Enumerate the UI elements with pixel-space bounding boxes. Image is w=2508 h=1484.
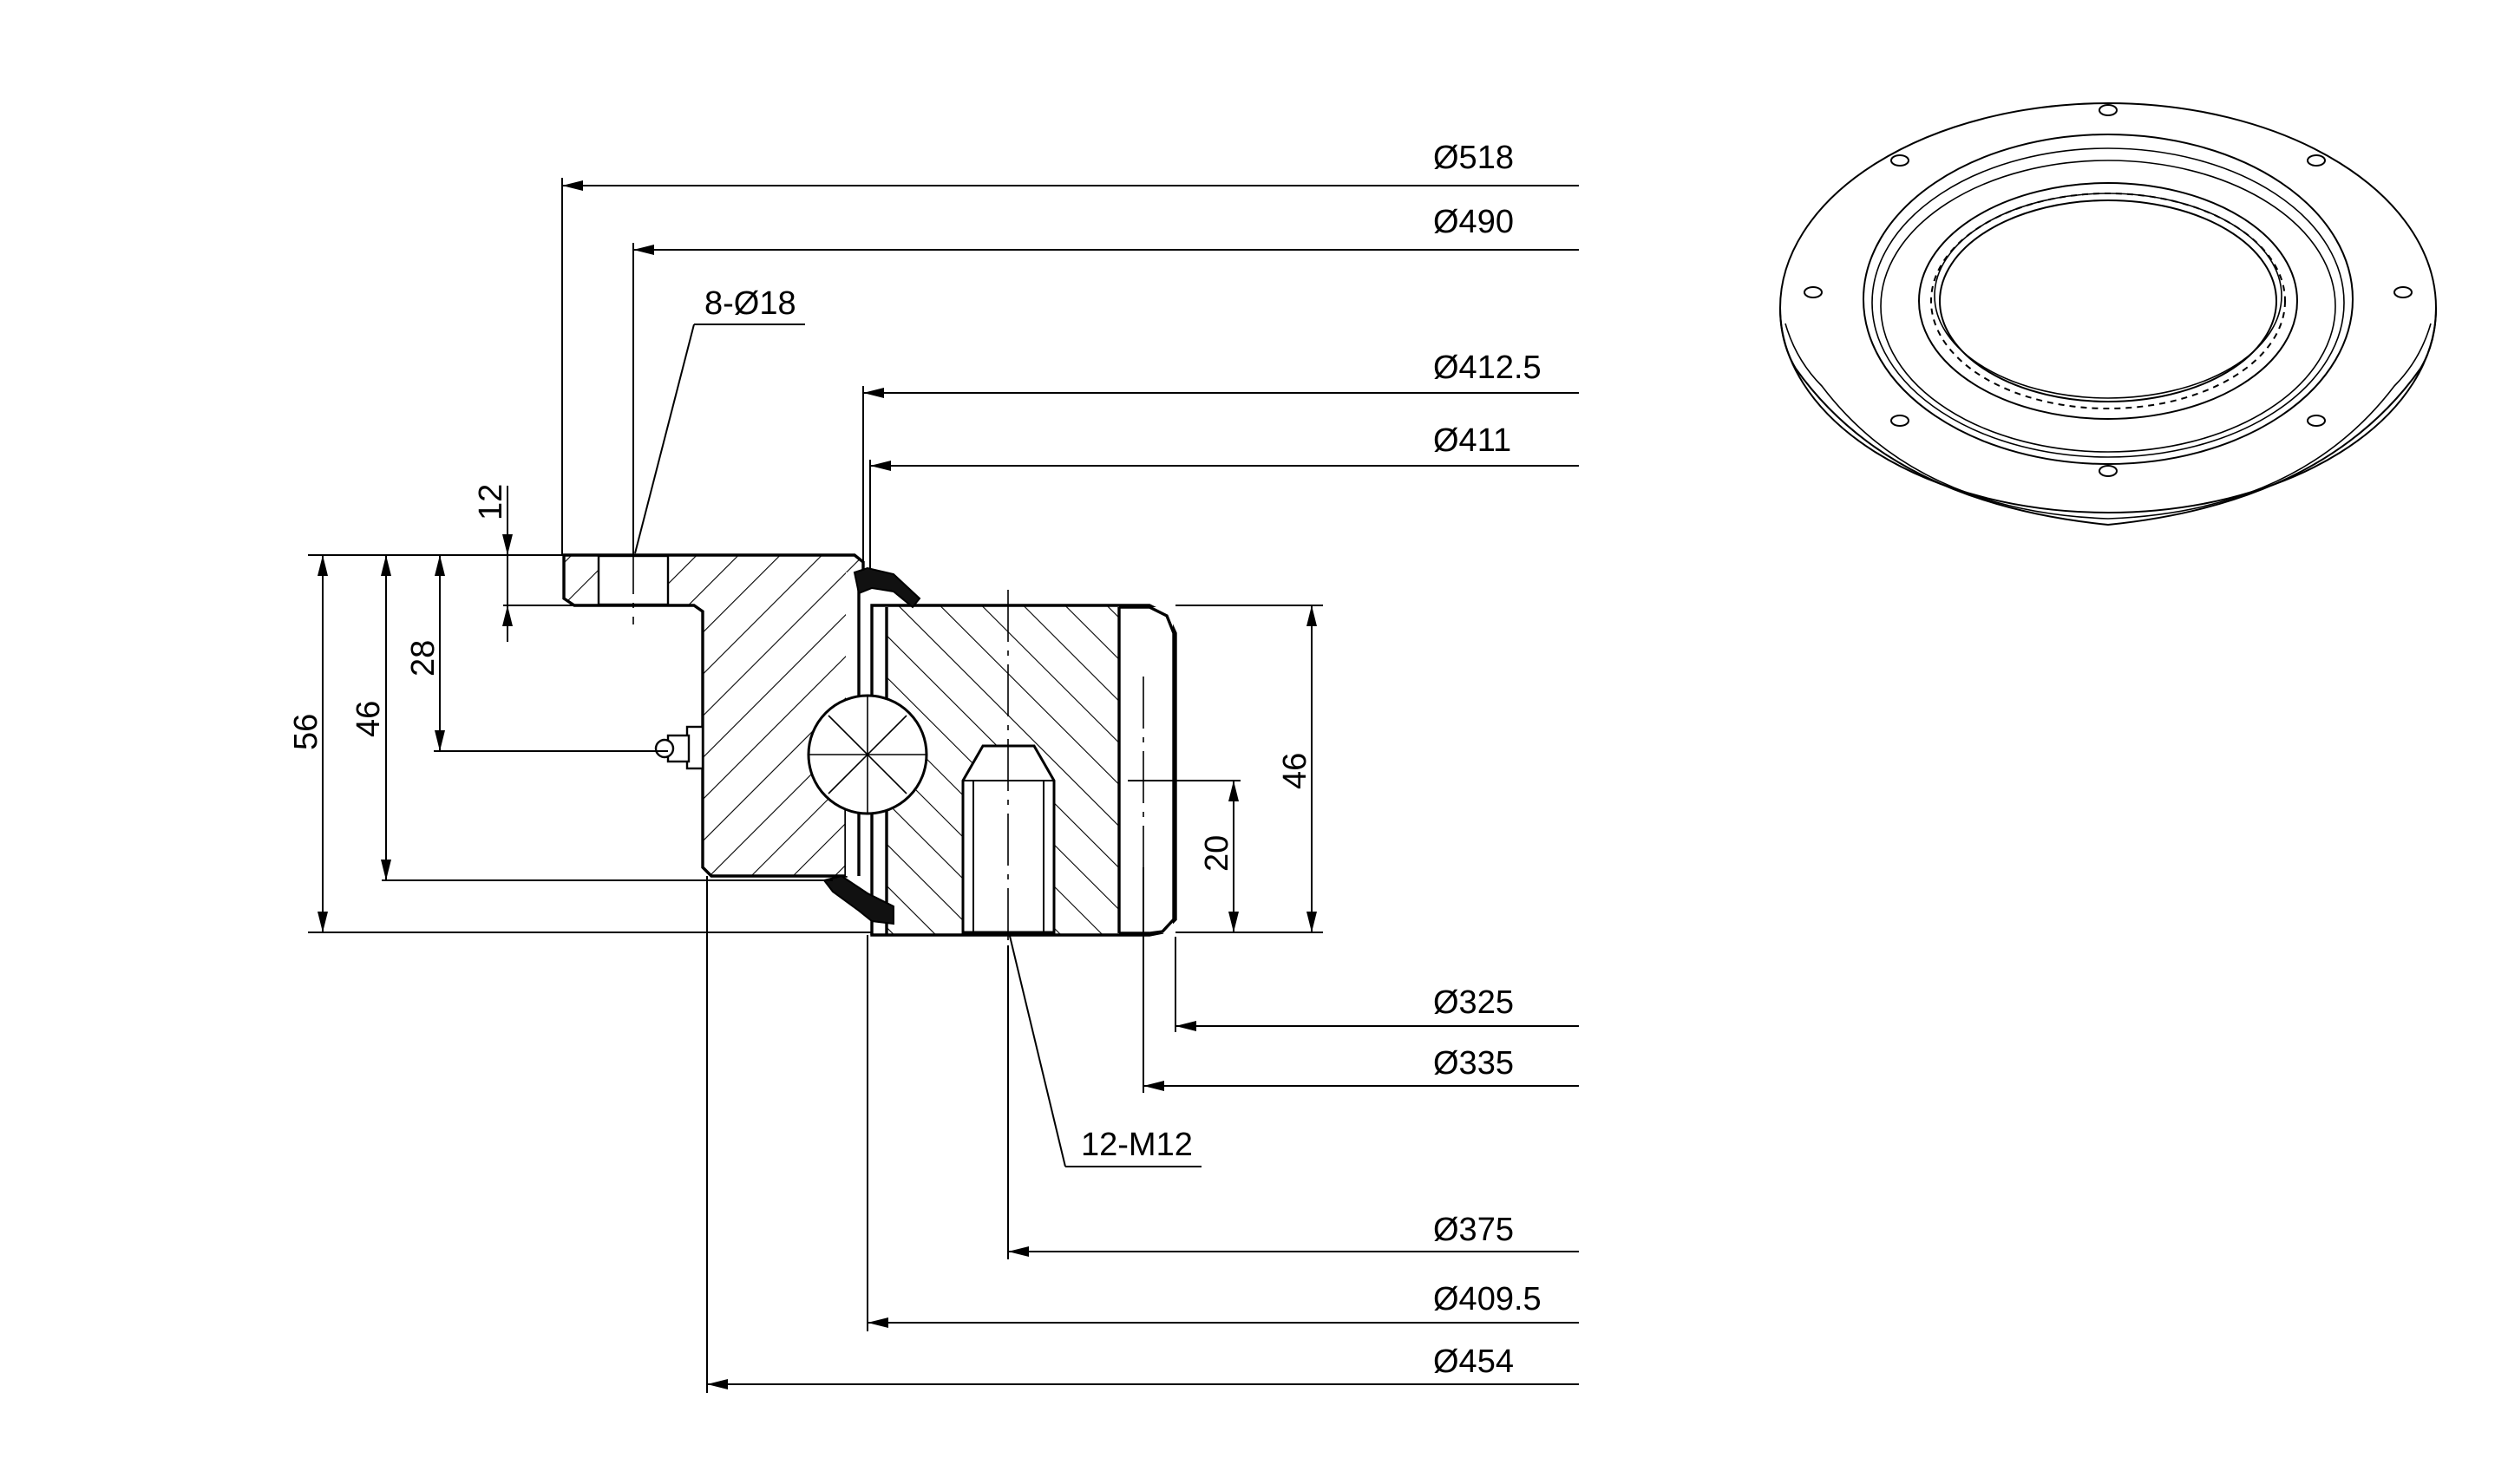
diameter-dimensions bbox=[561, 178, 1579, 1393]
dim-d412-5: Ø412.5 bbox=[1433, 350, 1542, 386]
holes-leader bbox=[634, 324, 805, 554]
isometric-view bbox=[1779, 102, 2437, 526]
gear-teeth-zone bbox=[1119, 607, 1173, 933]
dim-d375: Ø375 bbox=[1433, 1212, 1514, 1248]
height-dimensions bbox=[308, 486, 872, 933]
dim-h12: 12 bbox=[473, 484, 509, 520]
dim-h20: 20 bbox=[1199, 835, 1235, 872]
dim-h46-left: 46 bbox=[350, 701, 387, 737]
dim-d490: Ø490 bbox=[1433, 204, 1514, 240]
dim-d325: Ø325 bbox=[1433, 984, 1514, 1021]
cross-section bbox=[562, 542, 1177, 945]
thread-leader bbox=[1008, 932, 1202, 1167]
dim-h56: 56 bbox=[288, 714, 324, 750]
dim-h28: 28 bbox=[405, 640, 442, 677]
dim-d518: Ø518 bbox=[1433, 140, 1514, 176]
dim-thread: 12-M12 bbox=[1081, 1127, 1193, 1163]
dim-holes: 8-Ø18 bbox=[704, 285, 796, 322]
top-seal bbox=[853, 566, 921, 609]
dim-d454: Ø454 bbox=[1433, 1343, 1514, 1380]
right-height-dimensions bbox=[1128, 605, 1323, 933]
dim-h46-right: 46 bbox=[1277, 753, 1313, 789]
dim-d411: Ø411 bbox=[1433, 422, 1511, 459]
dim-d335: Ø335 bbox=[1433, 1045, 1514, 1082]
bottom-seal bbox=[822, 874, 894, 925]
grease-nipple bbox=[654, 725, 704, 770]
dim-d409-5: Ø409.5 bbox=[1433, 1281, 1542, 1317]
